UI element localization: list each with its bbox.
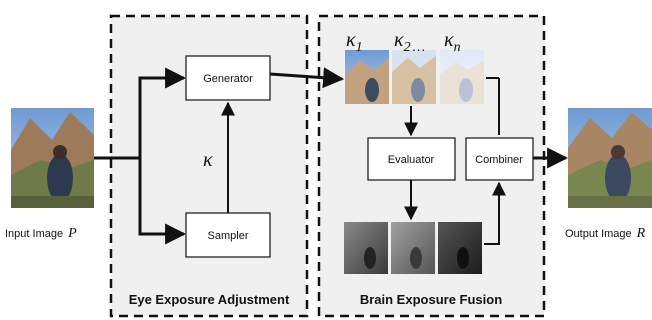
kappa-label: κ	[203, 149, 213, 171]
output-image	[568, 108, 652, 208]
generator-to-exposures	[269, 67, 345, 89]
weight-map-1	[344, 222, 388, 274]
weight-map-2	[391, 222, 435, 274]
eye-exposure-title: Eye Exposure Adjustment	[129, 292, 290, 307]
exposure-image-2	[392, 50, 436, 104]
sampler-label: Sampler	[208, 230, 249, 242]
generator-label: Generator	[203, 73, 253, 85]
input-image	[11, 108, 94, 208]
exposure-image-n	[440, 50, 484, 104]
weight-map-n	[438, 222, 482, 274]
evaluator-label: Evaluator	[388, 154, 435, 166]
exposure-label-k1: κ1	[346, 29, 363, 55]
exposure-image-1	[345, 50, 389, 104]
exposure-label-k2: κ2…	[394, 29, 425, 55]
connectors	[94, 67, 569, 245]
combiner-label: Combiner	[475, 154, 523, 166]
brain-exposure-title: Brain Exposure Fusion	[360, 292, 502, 307]
evaluator-block	[367, 137, 456, 181]
split-to-generator	[138, 67, 187, 158]
split-to-sampler	[138, 158, 187, 245]
weights-to-combiner	[484, 181, 506, 245]
exposure-label-kn: κn	[444, 29, 461, 55]
